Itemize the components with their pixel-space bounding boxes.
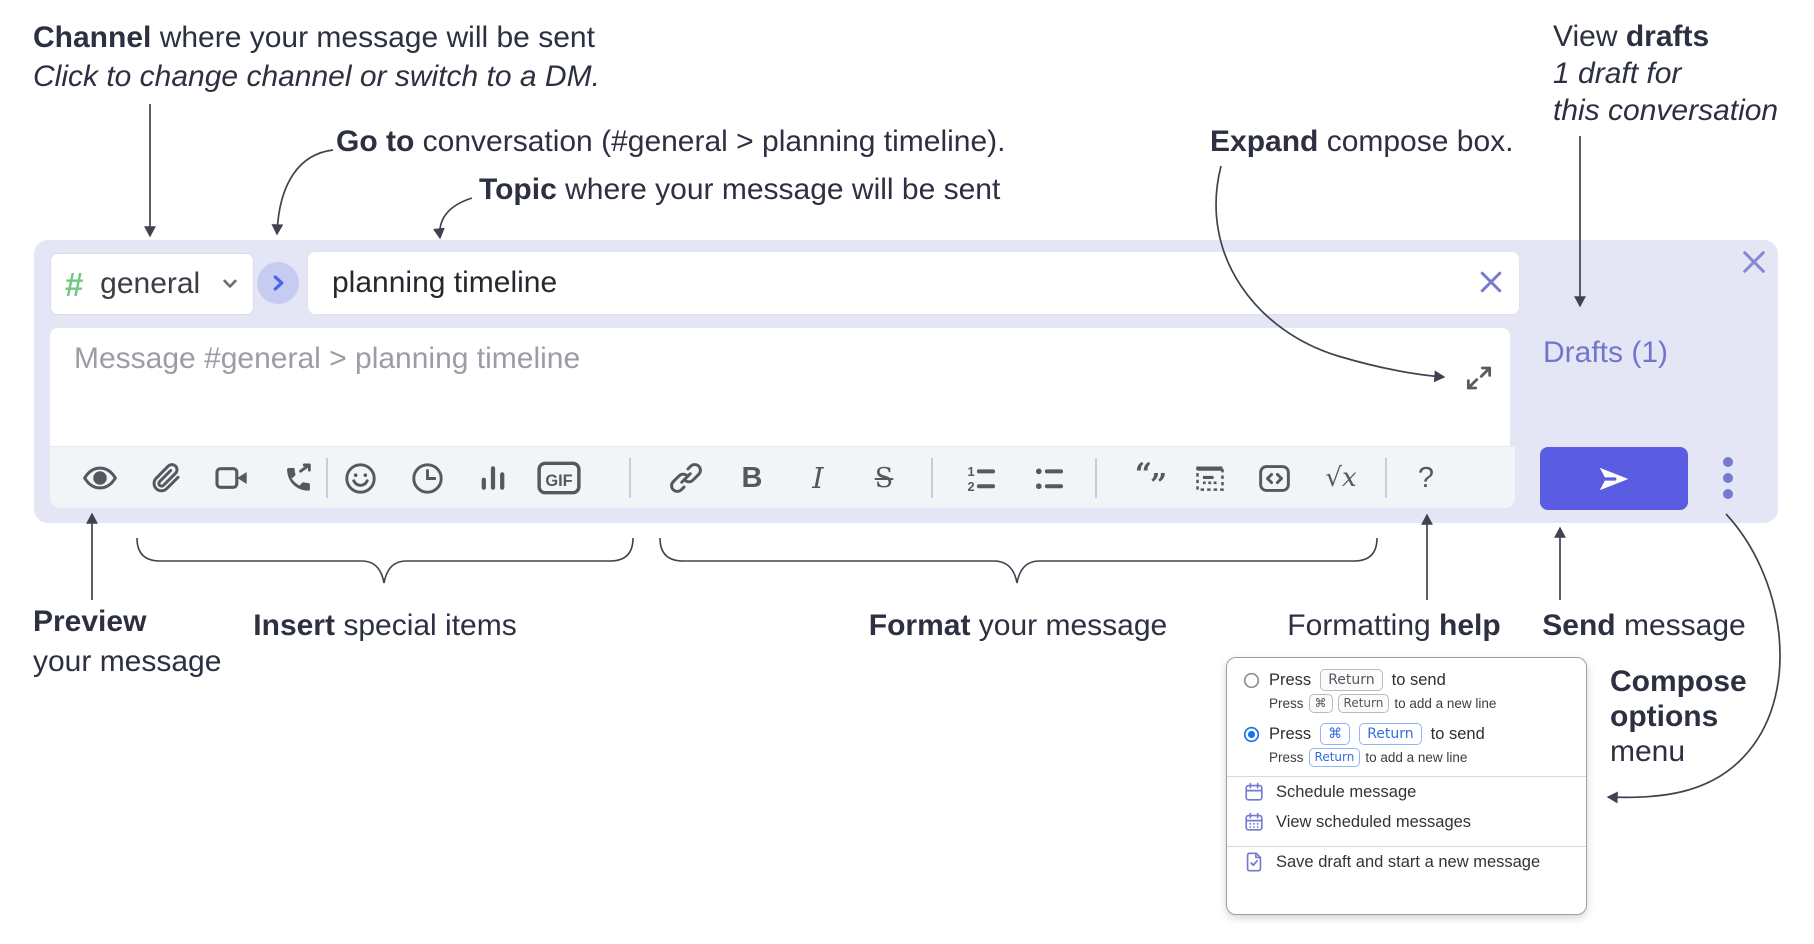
message-formatting-help-icon[interactable]: ? [1406, 458, 1446, 498]
drafts-link[interactable]: Drafts (1) [1543, 336, 1669, 369]
clear-topic-icon[interactable] [1474, 266, 1508, 300]
annotation-compose-options: Compose options menu [1610, 665, 1747, 768]
chevron-right-icon [273, 275, 284, 291]
italic-icon[interactable]: I [798, 458, 838, 498]
svg-text:2: 2 [968, 479, 975, 494]
toolbar-divider [629, 458, 631, 498]
calendar-icon [1245, 782, 1263, 801]
menu-item-save-draft[interactable]: Save draft and start a new message [1227, 847, 1586, 877]
menu-item-schedule-message[interactable]: Schedule message [1227, 777, 1586, 807]
chevron-down-icon [217, 270, 243, 299]
menu-item-view-scheduled[interactable]: View scheduled messages [1227, 807, 1586, 837]
option-enter-to-send-hint: Press ⌘ Return to add a new line [1269, 694, 1497, 713]
spoiler-icon[interactable] [1190, 458, 1230, 498]
topic-input[interactable] [307, 251, 1520, 315]
quote-icon[interactable]: “” [1127, 457, 1173, 503]
option-cmd-enter-to-send-hint: Press Return to add a new line [1269, 748, 1468, 767]
toolbar-divider [931, 458, 933, 498]
channel-hash-icon: # [65, 265, 84, 303]
save-draft-icon [1246, 852, 1262, 872]
compose-box: # general Message #general > planning ti… [34, 240, 1778, 523]
popup-divider [1227, 776, 1586, 777]
emoji-icon[interactable] [340, 458, 380, 498]
annotation-insert: Insert special items [253, 609, 517, 642]
bold-icon[interactable]: B [732, 458, 772, 498]
option-enter-to-send[interactable]: Press Return to send [1227, 669, 1586, 691]
option-cmd-enter-to-send[interactable]: Press ⌘ Return to send [1227, 723, 1586, 745]
toolbar-divider [1385, 458, 1387, 498]
strikethrough-icon[interactable]: S [864, 458, 904, 498]
send-button[interactable] [1540, 447, 1688, 510]
go-to-conversation-button[interactable] [257, 262, 299, 304]
send-icon [1599, 467, 1629, 490]
time-icon[interactable] [407, 458, 447, 498]
annotation-preview: Preview your message [33, 605, 222, 678]
bulleted-list-icon[interactable] [1029, 458, 1069, 498]
code-icon[interactable] [1254, 458, 1294, 498]
poll-icon[interactable] [473, 458, 513, 498]
annotation-send: Send message [1542, 609, 1746, 642]
preview-eye-icon[interactable] [80, 458, 120, 498]
annotation-expand: Expand compose box. [1210, 125, 1514, 158]
compose-options-menu-icon[interactable] [1710, 453, 1746, 505]
channel-selector[interactable]: # general [50, 253, 254, 315]
video-call-icon[interactable] [212, 458, 252, 498]
expand-compose-icon[interactable] [1462, 362, 1496, 396]
annotation-view-drafts: View drafts 1 draft for this conversatio… [1553, 20, 1779, 127]
annotation-format: Format your message [868, 609, 1168, 642]
link-icon[interactable] [666, 458, 706, 498]
close-compose-icon[interactable] [1737, 246, 1771, 280]
annotation-channel: Channel where your message will be sent … [33, 21, 600, 93]
channel-name: general [100, 267, 201, 300]
message-placeholder: Message #general > planning timeline [74, 342, 581, 375]
annotation-goto: Go to conversation (#general > planning … [336, 125, 1006, 158]
compose-options-popup: Press Return to send Press ⌘ Return to a… [1226, 657, 1587, 915]
radio-selected-icon [1243, 726, 1260, 742]
voice-call-icon[interactable] [278, 458, 318, 498]
toolbar-divider [1095, 458, 1097, 498]
popup-divider [1227, 846, 1586, 847]
toolbar-divider [326, 458, 328, 498]
radio-unselected-icon [1243, 672, 1260, 688]
annotation-topic: Topic where your message will be sent [479, 173, 1001, 206]
calendar-grid-icon [1245, 812, 1263, 831]
annotation-formatting-help: Formatting help [1287, 609, 1501, 642]
svg-text:1: 1 [968, 464, 975, 479]
math-icon[interactable]: √x [1318, 458, 1364, 498]
attach-file-icon[interactable] [146, 458, 186, 498]
gif-icon[interactable]: GIF [535, 458, 583, 498]
svg-text:GIF: GIF [545, 472, 572, 490]
message-box[interactable]: Message #general > planning timeline [50, 328, 1510, 446]
